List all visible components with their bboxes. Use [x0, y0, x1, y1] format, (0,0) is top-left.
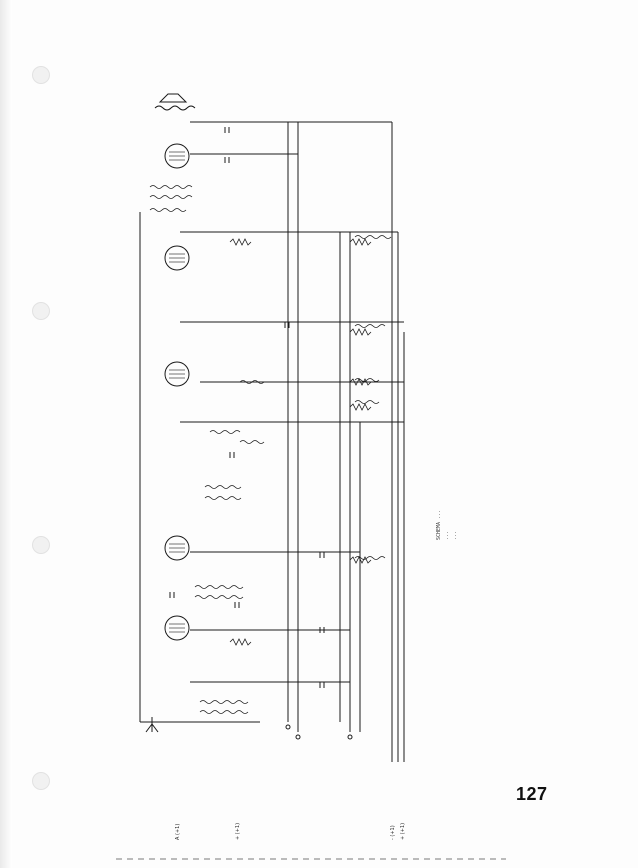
note-line: ...	[452, 530, 458, 540]
terminal-group	[285, 724, 353, 740]
page-edge-shadow	[0, 0, 12, 868]
binder-hole-icon	[32, 536, 50, 554]
page-number: 127	[516, 784, 548, 804]
terminal-label: - (+1)	[390, 825, 396, 840]
circuit-schematic	[139, 93, 405, 762]
loudspeaker-icon	[154, 93, 196, 111]
coil-group	[149, 185, 392, 714]
scan-edge-mark	[116, 858, 506, 860]
schematic-wiring	[139, 121, 405, 762]
schematic-notes: SCHEMA ... ... ...	[430, 240, 470, 540]
terminal-label: A (+1)	[175, 823, 181, 840]
binder-hole-icon	[32, 66, 50, 84]
note-line: ...	[444, 530, 450, 540]
vacuum-tube-group	[164, 143, 190, 641]
binder-hole-icon	[32, 302, 50, 320]
tube-electrodes	[169, 151, 185, 633]
terminal-label: + (+1)	[235, 822, 241, 840]
binder-hole-icon	[32, 772, 50, 790]
terminal-label: + (+1)	[400, 822, 406, 840]
resistor-group	[229, 238, 372, 646]
capacitor-group	[169, 127, 325, 688]
note-line: SCHEMA ...	[436, 509, 442, 540]
antenna-icon	[145, 717, 159, 733]
